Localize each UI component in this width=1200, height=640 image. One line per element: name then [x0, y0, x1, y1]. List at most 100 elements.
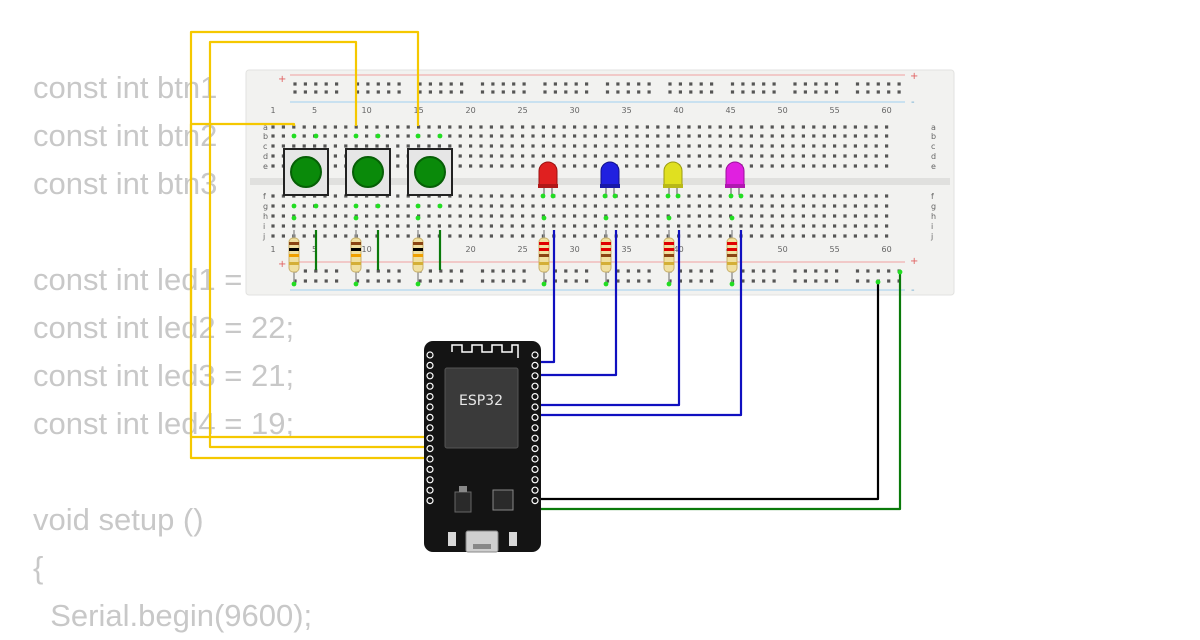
breadboard-hole — [521, 134, 525, 138]
breadboard-hole — [843, 134, 847, 138]
breadboard-hole — [521, 154, 525, 158]
breadboard-hole — [708, 125, 712, 129]
breadboard-hole — [313, 125, 317, 129]
esp32-pin-right — [531, 434, 539, 442]
column-number: 10 — [362, 245, 372, 254]
breadboard-hole — [864, 154, 868, 158]
rail-hole — [512, 90, 516, 94]
breadboard-hole — [874, 224, 878, 228]
rail-hole — [512, 82, 516, 86]
breadboard-hole — [656, 224, 660, 228]
connection-dot — [291, 133, 297, 139]
rail-hole — [605, 82, 610, 86]
breadboard-hole — [687, 224, 691, 228]
resistor-3 — [412, 230, 424, 282]
push-buttons — [283, 148, 453, 196]
rail-hole — [428, 269, 432, 273]
en-button[interactable] — [448, 532, 456, 546]
breadboard-hole — [448, 125, 452, 129]
esp32-pins — [426, 351, 539, 505]
breadboard-hole — [354, 125, 358, 129]
breadboard-hole — [500, 234, 504, 238]
breadboard-hole — [853, 224, 857, 228]
esp32-board[interactable]: ESP32 — [424, 341, 541, 553]
breadboard-hole — [271, 125, 275, 129]
breadboard-hole — [635, 144, 639, 148]
esp32-pin-right — [531, 455, 539, 463]
breadboard-hole — [760, 164, 764, 168]
connection-points — [291, 133, 903, 287]
rail-hole — [741, 82, 745, 86]
push-button-3[interactable] — [407, 148, 453, 196]
breadboard-hole — [541, 154, 545, 158]
resistor-6-band-4 — [664, 262, 674, 265]
rail-hole — [397, 269, 401, 273]
connection-dot — [666, 281, 672, 287]
breadboard-hole — [302, 234, 306, 238]
breadboard-hole — [510, 125, 514, 129]
rail-hole — [824, 279, 828, 283]
breadboard-hole — [448, 234, 452, 238]
connection-dot — [415, 203, 421, 209]
breadboard-hole — [427, 214, 431, 218]
breadboard-hole — [489, 224, 493, 228]
breadboard-hole — [625, 125, 629, 129]
breadboard-hole — [541, 134, 545, 138]
rail-hole — [564, 82, 568, 86]
breadboard-hole — [323, 234, 327, 238]
breadboard-hole — [593, 154, 597, 158]
breadboard-hole — [437, 125, 441, 129]
breadboard-hole — [365, 214, 369, 218]
breadboard-hole — [833, 214, 837, 218]
breadboard-hole — [302, 144, 306, 148]
breadboard-hole — [417, 224, 421, 228]
breadboard-hole — [500, 144, 504, 148]
breadboard-hole — [687, 204, 691, 208]
breadboard-hole — [656, 125, 660, 129]
breadboard-hole — [271, 214, 275, 218]
breadboard-hole — [770, 194, 774, 198]
esp32-pin-left — [426, 497, 434, 505]
rail-hole — [855, 82, 860, 86]
rail-hole — [814, 279, 818, 283]
led-yellow-body — [663, 161, 683, 187]
rail-hole — [762, 269, 766, 273]
breadboard-hole — [791, 154, 795, 158]
breadboard-hole — [333, 134, 337, 138]
esp32-pin-right — [531, 361, 539, 369]
breadboard-hole — [770, 125, 774, 129]
breadboard-hole — [510, 204, 514, 208]
breadboard-hole — [271, 134, 275, 138]
connection-dot — [875, 279, 881, 285]
breadboard-hole — [375, 214, 379, 218]
rail-hole — [574, 90, 578, 94]
row-letter-left: c — [263, 142, 267, 151]
breadboard-hole — [573, 234, 577, 238]
rail-hole — [605, 279, 610, 283]
resistor-4 — [538, 230, 550, 282]
breadboard-hole — [864, 194, 868, 198]
breadboard-hole — [645, 194, 649, 198]
code-line: const int led3 = 21; — [33, 358, 295, 393]
resistors — [288, 230, 738, 282]
code-line: void setup () — [33, 502, 204, 537]
breadboard-hole — [427, 125, 431, 129]
breadboard-hole — [874, 144, 878, 148]
rail-hole — [647, 269, 651, 273]
led-red — [538, 161, 558, 195]
rail-hole — [793, 279, 797, 283]
push-button-1[interactable] — [283, 148, 329, 196]
breadboard-hole — [458, 234, 462, 238]
breadboard-hole — [583, 194, 587, 198]
resistor-7-band-1 — [727, 242, 737, 245]
breadboard-hole — [385, 224, 389, 228]
breadboard-hole — [500, 194, 504, 198]
boot-button[interactable] — [509, 532, 517, 546]
breadboard-hole — [843, 164, 847, 168]
led-blue-body — [600, 161, 620, 187]
push-button-2[interactable] — [345, 148, 391, 196]
breadboard-hole — [729, 224, 733, 228]
breadboard-hole — [749, 204, 753, 208]
breadboard-hole — [385, 144, 389, 148]
